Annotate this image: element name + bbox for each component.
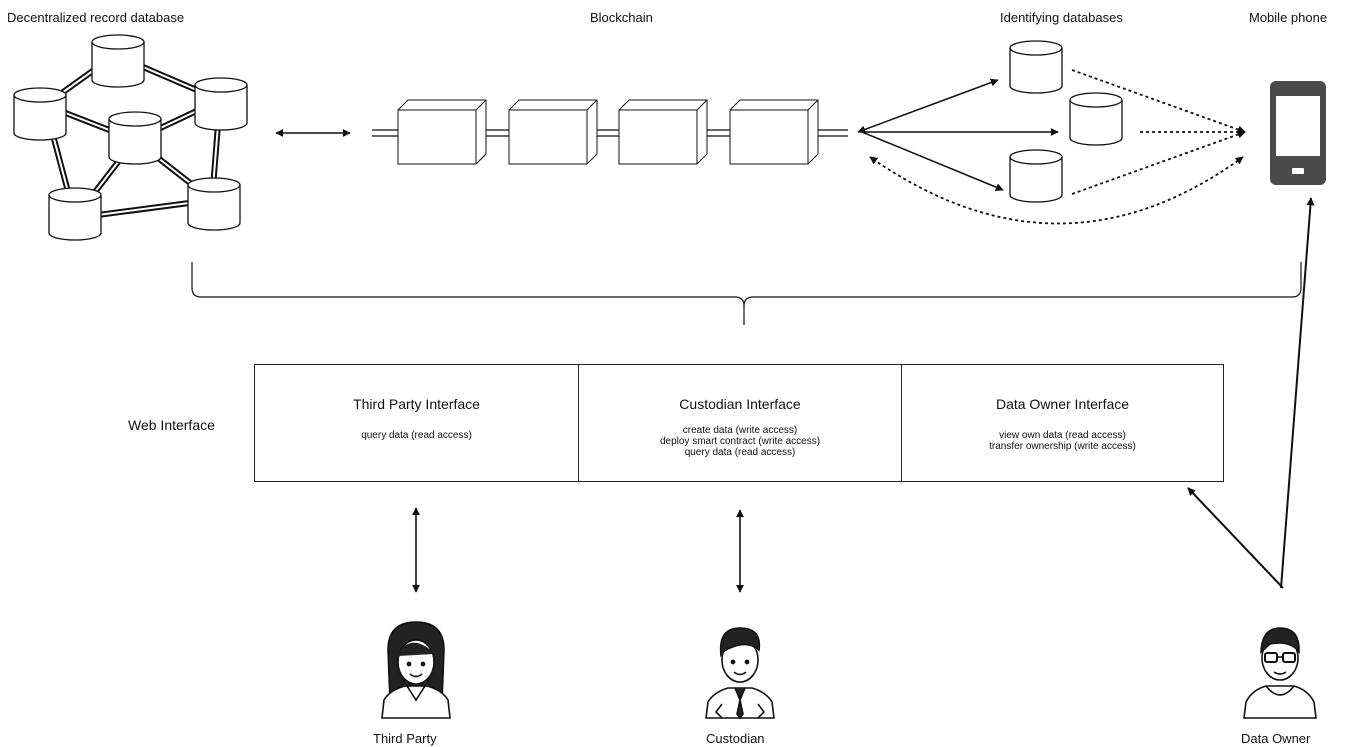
woman-avatar-icon xyxy=(381,621,451,719)
panel-title: Third Party Interface xyxy=(353,396,480,412)
blockchain-chain xyxy=(372,99,848,165)
network-links xyxy=(42,52,223,221)
database-icon xyxy=(108,111,162,165)
panel-item: query data (read access) xyxy=(361,430,472,441)
block-icon xyxy=(397,99,487,165)
panel-items: create data (write access) deploy smart … xyxy=(579,425,901,458)
grouping-brace xyxy=(191,262,1302,325)
panel-item: view own data (read access) xyxy=(999,430,1126,441)
mobile-phone-icon xyxy=(1270,81,1326,185)
block-icon xyxy=(729,99,819,165)
data-owner-interface-panel[interactable]: Data Owner Interface view own data (read… xyxy=(901,364,1224,482)
panel-item: deploy smart contract (write access) xyxy=(659,436,821,447)
data-owner-arrows xyxy=(1187,197,1315,589)
panel-items: query data (read access) xyxy=(255,430,578,441)
panel-item: query data (read access) xyxy=(684,447,796,458)
identifying-db-label: Identifying databases xyxy=(1000,10,1123,25)
block-icon xyxy=(508,99,598,165)
panel-title: Custodian Interface xyxy=(679,396,801,412)
database-icon xyxy=(1009,149,1063,203)
database-icon xyxy=(187,177,241,231)
man-glasses-avatar-icon xyxy=(1243,627,1317,719)
data-owner-label: Data Owner xyxy=(1241,731,1311,746)
custodian-label: Custodian xyxy=(706,731,765,746)
block-icon xyxy=(618,99,708,165)
panel-items: view own data (read access) transfer own… xyxy=(902,430,1223,452)
database-icon xyxy=(48,187,102,241)
panel-title: Data Owner Interface xyxy=(995,396,1130,412)
blockchain-label: Blockchain xyxy=(590,10,653,25)
database-icon xyxy=(1069,92,1123,146)
third-party-interface-panel[interactable]: Third Party Interface query data (read a… xyxy=(254,364,579,482)
web-interface-label: Web Interface xyxy=(128,417,215,433)
panel-item: create data (write access) xyxy=(682,425,798,436)
database-icon xyxy=(1009,40,1063,94)
custodian-interface-panel[interactable]: Custodian Interface create data (write a… xyxy=(578,364,902,482)
database-icon xyxy=(13,87,67,141)
identifying-db-nodes xyxy=(1009,40,1123,203)
iddb-to-phone-arrows xyxy=(869,69,1246,225)
database-icon xyxy=(194,77,248,131)
mobile-phone-label: Mobile phone xyxy=(1249,10,1328,25)
decentralized-db-label: Decentralized record database xyxy=(7,10,185,25)
panel-item: transfer ownership (write access) xyxy=(989,441,1136,452)
third-party-label: Third Party xyxy=(373,731,437,746)
database-icon xyxy=(91,34,145,88)
man-tie-avatar-icon xyxy=(705,627,775,720)
